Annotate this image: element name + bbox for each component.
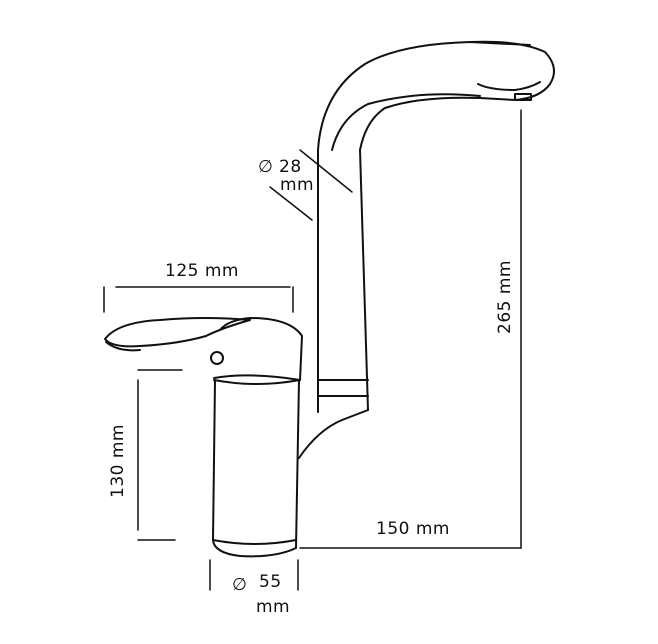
spout-riser-left xyxy=(317,41,531,413)
spout-diameter-value: 28 xyxy=(279,157,302,177)
spout-diameter-symbol: ∅ xyxy=(258,157,274,177)
spout-outline xyxy=(317,40,555,413)
body-cylinder xyxy=(212,379,300,558)
spout-height-label: 265 mm xyxy=(495,260,515,334)
aerator-head xyxy=(469,40,555,101)
aerator-outlet xyxy=(514,93,532,101)
dim-lever-width xyxy=(103,286,294,313)
screw-detail xyxy=(210,351,224,365)
body-cap xyxy=(213,317,303,381)
base-diameter-value: 55 xyxy=(259,572,282,592)
dim-base-diameter xyxy=(209,559,299,591)
spout-reach-label: 150 mm xyxy=(376,519,450,539)
dim-spout-diameter xyxy=(269,149,353,221)
lever-handle-edge xyxy=(105,341,141,352)
cap-ring xyxy=(213,379,301,385)
faucet-outline xyxy=(104,317,369,558)
body-to-spout-joint xyxy=(298,409,369,459)
lever-handle xyxy=(104,317,251,348)
base-diameter-unit: mm xyxy=(256,597,291,617)
aerator-detail xyxy=(477,81,541,91)
spout-inner-line xyxy=(331,93,481,151)
lever-width-label: 125 mm xyxy=(165,261,239,281)
body-height-label: 130 mm xyxy=(108,424,128,498)
spout-riser-right xyxy=(359,96,481,411)
base-diameter-symbol: ∅ xyxy=(232,575,248,595)
body-base-band xyxy=(212,539,297,545)
spout-diameter-unit: mm xyxy=(280,175,315,195)
dim-body-height xyxy=(137,369,183,541)
